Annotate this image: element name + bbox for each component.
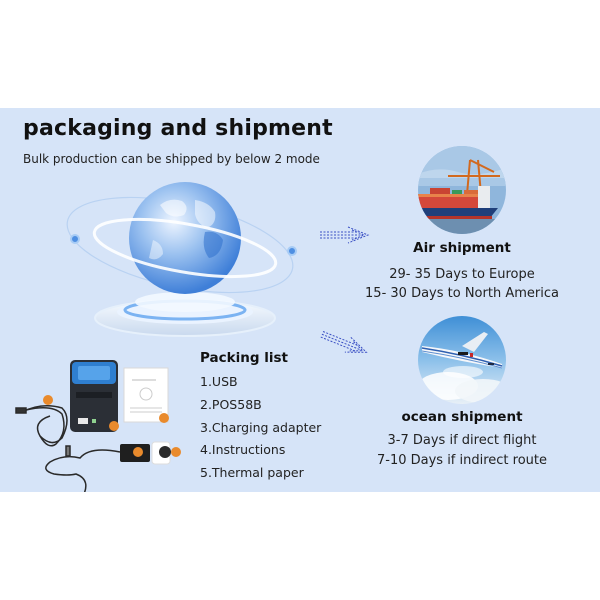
air-shipment-line-2: 15- 30 Days to North America [365,286,559,301]
packing-list-item: 1.USB [200,374,238,389]
platform [94,292,276,337]
instructions-sheet-icon [123,367,169,423]
air-shipment-line-1: 29- 35 Days to Europe [389,267,535,282]
packing-list-item: 4.Instructions [200,442,286,457]
orbit-ring-bright [92,217,278,279]
ocean-shipment-title: ocean shipment [401,409,523,425]
packing-list-item: 2.POS58B [200,397,262,412]
ocean-shipment-line-2: 7-10 Days if indirect route [376,453,548,468]
page-title: packaging and shipment [23,116,333,141]
packing-list-item: 5.Thermal paper [200,465,304,480]
packing-list-title: Packing list [200,350,288,366]
page-subtitle: Bulk production can be shipped by below … [23,152,320,166]
printer-icon [70,360,118,432]
globe-illustration [55,170,315,340]
thermal-paper-roll-icon [151,441,171,465]
arrow-to-ocean-shipment-icon [318,328,374,364]
arrow-to-air-shipment-icon [318,224,374,250]
airplane-image [418,316,506,404]
orbit-node-icon [287,246,297,256]
orbit-node-icon [70,234,80,244]
item-marker [43,395,181,457]
packing-contents-image [14,352,194,499]
cargo-ship-image [418,146,506,234]
air-shipment-title: Air shipment [413,240,511,256]
ocean-shipment-line-1: 3-7 Days if direct flight [387,433,537,448]
packing-list-item: 3.Charging adapter [200,420,322,435]
usb-cable-icon [15,405,71,457]
